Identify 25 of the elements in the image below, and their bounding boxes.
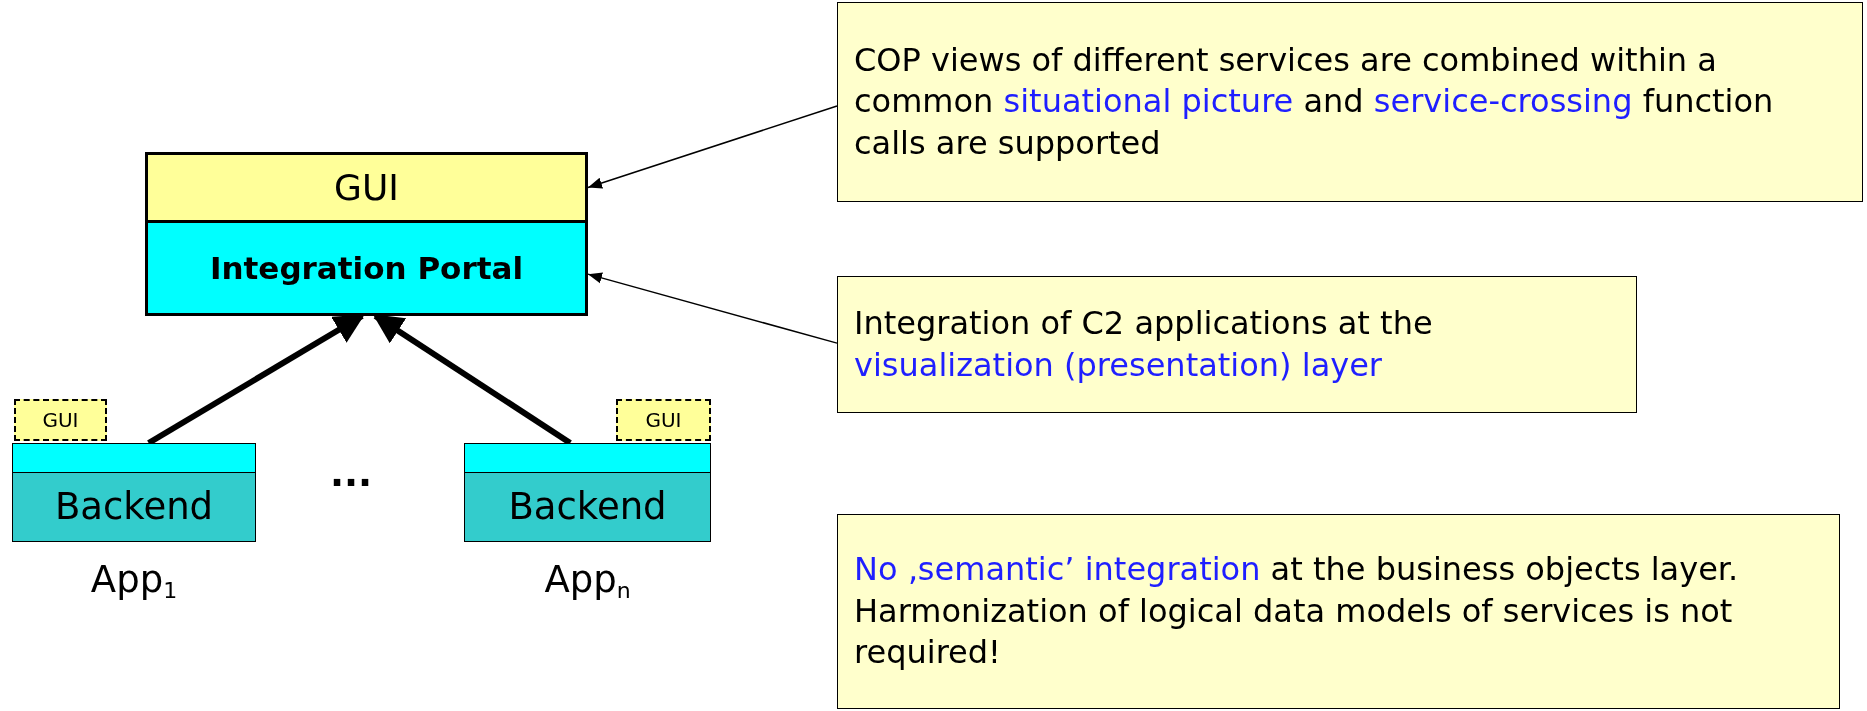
app-label: App$_{1}$ xyxy=(89,557,179,605)
arrow xyxy=(587,105,838,189)
app-label: App$_{n}$ xyxy=(543,557,632,605)
box-label: GUI xyxy=(42,407,79,434)
box-label: GUI xyxy=(645,407,682,434)
gui-box xyxy=(616,399,711,441)
backend-box xyxy=(464,473,711,542)
note-box xyxy=(837,276,1637,413)
box-label: Backend xyxy=(508,484,667,531)
note-text: COP views of different services are combined within a common situational picture and service-crossing function calls are supported xyxy=(854,39,1775,164)
note-box xyxy=(837,2,1863,202)
note-text: Integration of C2 applications at the visualization (presentation) layer xyxy=(854,302,1434,386)
ellipsis-label: ... xyxy=(330,451,373,497)
layer-bar xyxy=(12,443,256,473)
backend-box xyxy=(12,473,256,542)
gui-box xyxy=(14,399,107,441)
portal-layer-box xyxy=(145,223,588,316)
note-box xyxy=(837,514,1840,709)
layer-bar xyxy=(464,443,711,473)
gui-layer-box xyxy=(145,152,588,223)
box-label: Backend xyxy=(54,484,214,531)
box-label: Integration Portal xyxy=(209,248,524,288)
note-text: No ‚semantic’ integration at the business objects layer. Harmonization of logical data models of services is not required! xyxy=(854,549,1740,674)
box-label: GUI xyxy=(334,165,399,210)
arrow xyxy=(587,272,838,344)
